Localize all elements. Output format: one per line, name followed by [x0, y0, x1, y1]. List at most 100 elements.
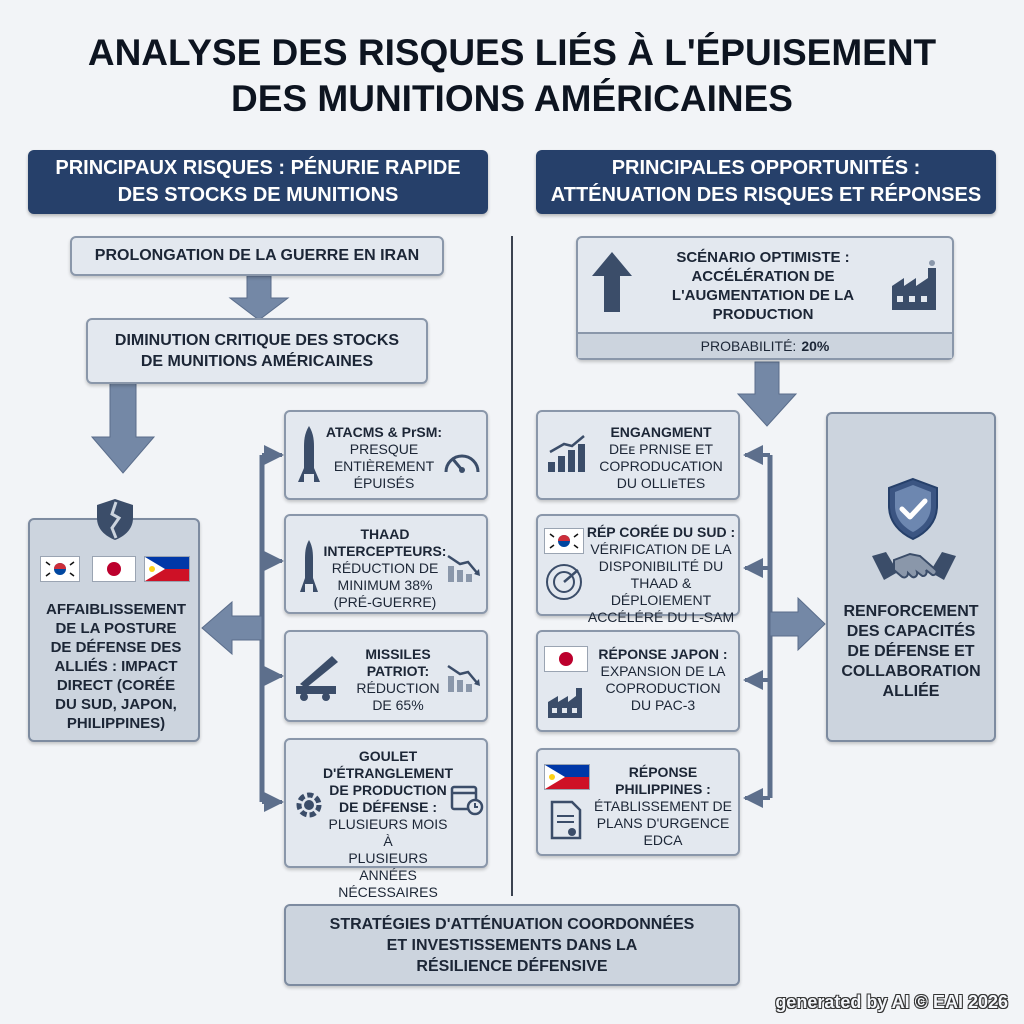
response-card-engagement-line-2: COPRODUCATION	[599, 458, 723, 474]
arrow-war-to-stock	[228, 275, 290, 321]
calendar-clock-icon	[450, 785, 484, 816]
growth-chart-icon	[548, 435, 585, 472]
response-card-japan-line-1: EXPANSION DE LA	[600, 663, 726, 679]
stock-box: DIMINUTION CRITIQUE DES STOCKS DE MUNITI…	[86, 318, 428, 384]
response-card-south-korea-line-1: VÉRIFICATION DE LA	[590, 541, 732, 557]
scenario-box: SCÉNARIO OPTIMISTE : ACCÉLÉRATION DE L'A…	[576, 236, 954, 360]
response-card-philippines-heading-2: PHILIPPINES :	[615, 781, 711, 797]
risks-header-line-1: PRINCIPAUX RISQUES : PÉNURIE RAPIDE	[55, 157, 461, 179]
scenario-line-3: L'AUGMENTATION DE LA	[671, 287, 855, 304]
risk-card-atacms-line-2: ENTIÈREMENT	[333, 458, 435, 474]
probability-value: 20%	[801, 338, 830, 354]
risk-card-patriot-heading: MISSILES	[365, 646, 431, 662]
risks-header-line-2: DES STOCKS DE MUNITIONS	[117, 184, 399, 206]
arrow-to-allies	[201, 600, 263, 656]
risk-card-atacms: ATACMS & PrSM: PRESQUE ENTIÈREMENT ÉPUIS…	[284, 410, 488, 500]
mitigation-line-3: RÉSILIENCE DÉFENSIVE	[416, 957, 608, 975]
risk-card-patriot: MISSILES PATRIOT: RÉDUCTION DE 65%	[284, 630, 488, 722]
risk-card-thaad-line-1: RÉDUCTION DE	[331, 560, 439, 576]
factory-icon	[892, 260, 936, 310]
reinforcement-line-4: COLLABORATION	[841, 663, 981, 680]
stock-line-1: DIMINUTION CRITIQUE DES STOCKS	[114, 332, 400, 349]
response-card-philippines-line-1: ÉTABLISSEMENT DE	[594, 798, 732, 814]
allies-line-6: DU SUD, JAPON,	[55, 695, 177, 713]
south-korea-flag-icon	[40, 556, 80, 582]
risk-card-patriot-line-1: RÉDUCTION	[356, 680, 440, 696]
document-icon	[550, 800, 582, 840]
war-box: PROLONGATION DE LA GUERRE EN IRAN	[70, 236, 444, 276]
factory-icon	[548, 688, 582, 718]
mitigation-box: STRATÉGIES D'ATTÉNUATION COORDONNÉES ET …	[284, 904, 740, 986]
arrow-scenario-down	[736, 361, 798, 427]
risk-card-atacms-heading: ATACMS & PrSM:	[325, 424, 443, 440]
footer-credit: generated by AI © EAI 2026	[775, 992, 1008, 1012]
risk-card-thaad-heading-2: INTERCEPTEURS:	[323, 543, 447, 559]
arrow-up-icon	[592, 252, 632, 312]
missile-launcher-icon	[296, 656, 338, 701]
risk-card-patriot-line-2: DE 65%	[372, 697, 424, 713]
reinforcement-line-2: DES CAPACITÉS	[846, 623, 976, 640]
risk-card-bottleneck: GOULET D'ÉTRANGLEMENT DE PRODUCTION DE D…	[284, 738, 488, 900]
scenario-line-2: ACCÉLÉRATION DE	[691, 268, 835, 285]
response-card-south-korea-line-4: ACCÉLÉRÉ DU L-SAM	[587, 609, 735, 625]
response-card-japan-line-3: DU PAC-3	[630, 697, 696, 713]
mitigation-line-2: ET INVESTISSEMENTS DANS LA	[386, 936, 638, 954]
gear-icon	[296, 792, 322, 818]
risk-card-thaad-line-3: (PRÉ-GUERRE)	[333, 594, 437, 610]
broken-shield-icon	[97, 499, 133, 540]
risk-card-bottleneck-line-2: PLUSIEURS ANNÉES	[348, 850, 428, 883]
probability-label: PROBABILITÉ:	[700, 338, 797, 354]
reinforcement-box: RENFORCEMENT DES CAPACITÉS DE DÉFENSE ET…	[826, 412, 996, 742]
allies-line-4: ALLIÉS : IMPACT	[54, 657, 178, 675]
risk-card-thaad: THAAD INTERCEPTEURS: RÉDUCTION DE MINIMU…	[284, 514, 488, 614]
japan-flag-icon	[544, 646, 588, 672]
arrow-to-reinforcement	[769, 596, 826, 652]
allies-line-7: PHILIPPINES)	[66, 714, 166, 732]
allies-text: AFFAIBLISSEMENT DE LA POSTURE DE DÉFENSE…	[34, 598, 198, 734]
risk-card-bottleneck-heading: GOULET	[358, 748, 418, 764]
response-card-south-korea-heading: RÉP CORÉE DU SUD :	[586, 524, 736, 540]
scenario-line-4: PRODUCTION	[712, 306, 814, 323]
opportunities-header-line-2: ATTÉNUATION DES RISQUES ET RÉPONSES	[550, 184, 982, 206]
response-card-philippines-heading: RÉPONSE	[628, 764, 698, 780]
war-text: PROLONGATION DE LA GUERRE EN IRAN	[94, 247, 420, 264]
allies-line-3: DE DÉFENSE DES	[50, 638, 182, 656]
shield-check-icon	[888, 477, 938, 541]
response-card-engagement-line-1: DEᴇ PRNISE ET	[608, 441, 714, 457]
reinforcement-text: RENFORCEMENT DES CAPACITÉS DE DÉFENSE ET…	[832, 600, 990, 704]
interceptor-icon	[300, 540, 318, 592]
risk-card-bottleneck-heading-2: D'ÉTRANGLEMENT	[322, 765, 454, 781]
opportunities-header-line-1: PRINCIPALES OPPORTUNITÉS :	[611, 157, 921, 179]
opportunities-header: PRINCIPALES OPPORTUNITÉS : ATTÉNUATION D…	[536, 150, 996, 214]
response-card-engagement-heading: ENGANGMENT	[610, 424, 712, 440]
risk-card-thaad-line-2: MINIMUM 38%	[337, 577, 433, 593]
response-card-south-korea: RÉP CORÉE DU SUD : VÉRIFICATION DE LA DI…	[536, 514, 740, 625]
allies-box: AFFAIBLISSEMENT DE LA POSTURE DE DÉFENSE…	[28, 499, 200, 742]
allies-line-2: DE LA POSTURE	[55, 619, 177, 637]
south-korea-flag-icon	[544, 528, 584, 554]
scenario-line-1: SCÉNARIO OPTIMISTE :	[676, 249, 850, 266]
response-card-philippines-line-2: PLANS D'URGENCE	[596, 815, 730, 831]
missile-icon	[298, 426, 320, 482]
risk-card-bottleneck-line-3: NÉCESSAIRES	[338, 884, 438, 900]
japan-flag-icon	[92, 556, 136, 582]
response-card-japan-line-2: COPRODUCTION	[605, 680, 721, 696]
probability-bar: PROBABILITÉ: 20%	[578, 332, 952, 358]
title-line-2: DES MUNITIONS AMÉRICAINES	[231, 78, 793, 119]
risk-card-bottleneck-line-1: PLUSIEURS MOIS À	[328, 816, 448, 849]
reinforcement-line-1: RENFORCEMENT	[843, 603, 979, 620]
handshake-icon	[872, 552, 956, 580]
page-title: ANALYSE DES RISQUES LIÉS À L'ÉPUISEMENT …	[40, 30, 984, 122]
allies-line-5: DIRECT (CORÉE	[56, 676, 176, 694]
radar-icon	[546, 564, 582, 600]
risks-header: PRINCIPAUX RISQUES : PÉNURIE RAPIDE DES …	[28, 150, 488, 214]
response-card-south-korea-line-3: THAAD & DÉPLOIEMENT	[610, 575, 712, 608]
mitigation-line-1: STRATÉGIES D'ATTÉNUATION COORDONNÉES	[329, 915, 695, 933]
allies-line-1: AFFAIBLISSEMENT	[45, 600, 186, 618]
decline-chart-icon	[447, 554, 480, 582]
risk-card-atacms-line-1: PRESQUE	[349, 441, 419, 457]
stock-line-2: DE MUNITIONS AMÉRICAINES	[140, 353, 374, 370]
response-card-japan-heading: RÉPONSE JAPON :	[598, 646, 728, 662]
philippines-flag-icon	[544, 764, 590, 790]
